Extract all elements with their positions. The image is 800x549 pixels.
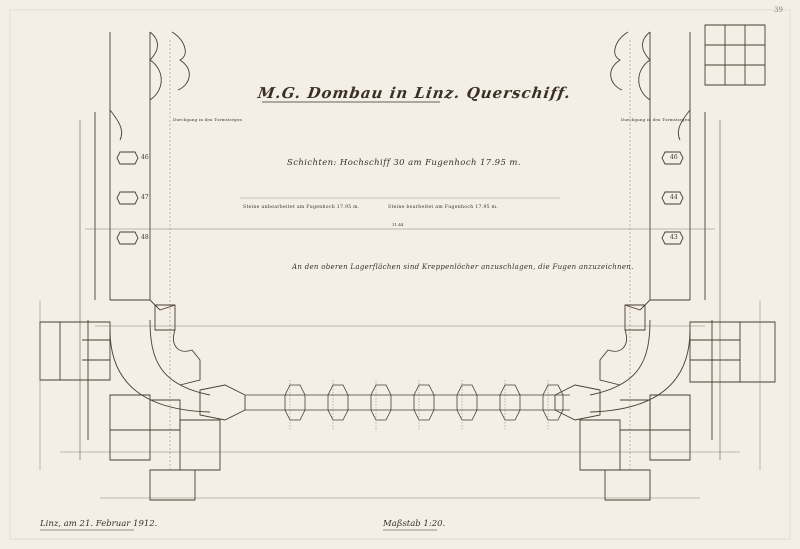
stone-label: 44: [670, 194, 678, 201]
drawing-title: M.G. Dombau in Linz. Querschiff.: [256, 84, 573, 102]
note-unworked-stones: Steine unbearbeitet am Fugenhoch 17.95 m…: [243, 205, 360, 210]
section-label-left: Durchgang in den Turmstiegen: [173, 117, 243, 122]
drawing-date: Linz, am 21. Februar 1912.: [40, 519, 158, 529]
instruction-note: An den oberen Lagerflächen sind Kreppenl…: [292, 263, 634, 271]
stone-label: 47: [141, 194, 149, 201]
drawing-scale: Maßstab 1:20.: [383, 519, 446, 529]
section-label-right: Durchgang in den Turmstiegen: [621, 117, 691, 122]
stone-label: 43: [670, 234, 678, 241]
stone-label: 46: [141, 154, 149, 161]
dimension-label: 11.44: [392, 222, 404, 227]
stone-label: 46: [670, 154, 678, 161]
page-number: 39: [774, 6, 783, 14]
drawing-subtitle: Schichten: Hochschiff 30 am Fugenhoch 17…: [287, 158, 521, 168]
stone-label: 48: [141, 234, 149, 241]
note-worked-stones: Steine bearbeitet am Fugenhoch 17.95 m.: [388, 205, 499, 210]
